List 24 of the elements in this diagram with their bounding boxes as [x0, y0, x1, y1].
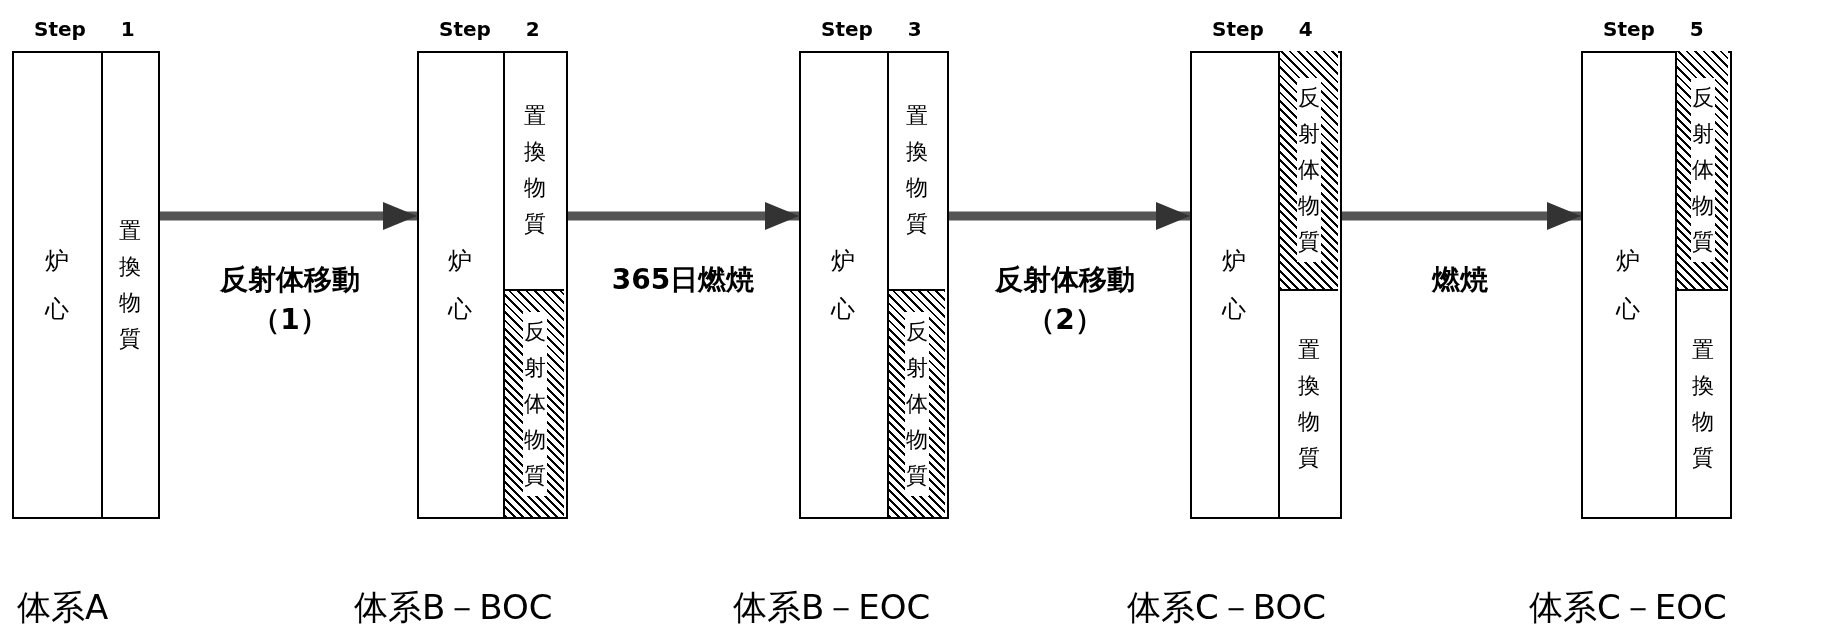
system-label: 体系B－BOC: [354, 586, 553, 629]
hatched-cell: 反射体物質: [889, 289, 945, 517]
material-cell: 置換物質: [505, 51, 564, 289]
step-heading: Step 3: [820, 16, 922, 43]
arrow: [1342, 202, 1581, 230]
system-label: 体系C－BOC: [1127, 586, 1326, 629]
hatched-cell: 反射体物質: [1280, 51, 1338, 289]
material-cell: 置換物質: [889, 51, 945, 289]
arrow: [160, 202, 417, 230]
system-label: 体系A: [17, 586, 109, 629]
material-cell: 置換物質: [1677, 289, 1728, 517]
system-label: 体系C－EOC: [1529, 586, 1727, 629]
hatched-cell: 反射体物質: [1677, 51, 1728, 289]
step-heading: Step 5: [1602, 16, 1704, 43]
material-cell: 置換物質: [103, 51, 156, 519]
step-heading: Step 2: [438, 16, 540, 43]
arrow: [949, 202, 1190, 230]
hatched-cell: 反射体物質: [505, 289, 564, 517]
core-cell: 炉心: [12, 51, 103, 519]
arrow: [568, 202, 799, 230]
system-label: 体系B－EOC: [733, 586, 931, 629]
step-heading: Step 4: [1211, 16, 1313, 43]
material-cell: 置換物質: [1280, 289, 1338, 517]
step-heading: Step 1: [33, 16, 135, 43]
